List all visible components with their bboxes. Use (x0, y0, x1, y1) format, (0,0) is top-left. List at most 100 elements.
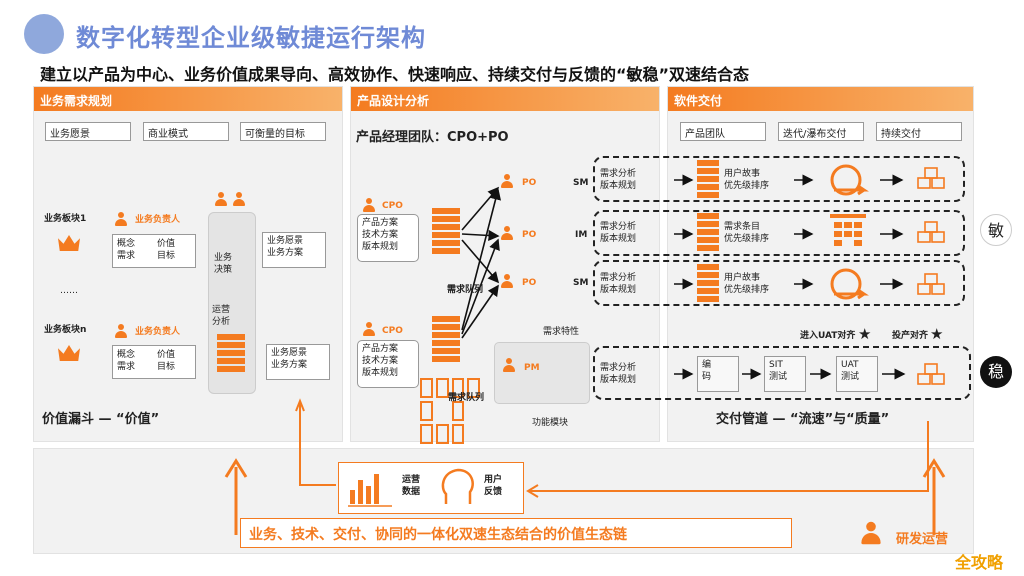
stack-icon (697, 213, 719, 251)
sprint-icon (830, 268, 869, 300)
lane-arrows (674, 174, 906, 380)
person-icon (214, 192, 228, 206)
continuous-delivery-box: 持续交付 (876, 122, 962, 141)
concept-text: 概念 需求 (117, 350, 136, 372)
agile-tag: 敏 (980, 214, 1012, 246)
product-box-icon (917, 273, 945, 295)
po-label-2: PO (522, 230, 537, 240)
person-icon (500, 274, 514, 288)
cpo-plan-box-2: 产品方案 技术方案 版本规划 (357, 340, 419, 388)
user-head-icon (441, 468, 474, 504)
value-chain-banner: 业务、技术、交付、协同的一体化双速生态结合的价值生态链 (240, 518, 792, 548)
stack-icon (432, 208, 460, 254)
person-icon (362, 198, 376, 212)
feature-label: 需求特性 (543, 327, 580, 337)
stack-icon (432, 316, 460, 362)
cpo-plan-box-1: 产品方案 技术方案 版本规划 (357, 214, 419, 262)
sit-box: SIT 测试 (764, 356, 806, 392)
delivery-pipeline-label: 交付管道 — “流速”与“质量” (716, 412, 890, 427)
dev-ops-label: 研发运营 (896, 532, 949, 547)
lane-2-analysis: 需求分析 版本规划 (600, 222, 637, 244)
code-box: 编 码 (697, 356, 739, 392)
business-decision: 业务 决策 (214, 253, 233, 275)
im-label: IM (575, 230, 588, 240)
person-icon (860, 521, 882, 545)
lane-2 (593, 210, 965, 256)
product-panel-header: 产品设计分析 (351, 87, 659, 111)
decision-column (208, 212, 256, 394)
lane-1-analysis: 需求分析 版本规划 (600, 169, 637, 191)
product-team-label: 产品经理团队：CPO+PO (356, 130, 509, 145)
page-title: 数字化转型企业级敏捷运行架构 (76, 24, 426, 52)
uat-box: UAT 测试 (836, 356, 878, 392)
uat-align-label: 进入UAT对齐 (800, 331, 856, 341)
product-team-box: 产品团队 (680, 122, 766, 141)
value-text: 价值 目标 (157, 239, 176, 261)
ops-data-label: 运营 数据 (402, 475, 421, 497)
title-dot (24, 14, 64, 54)
requirement-grid (420, 378, 480, 444)
business-block-n: 业务板块n (44, 325, 87, 335)
cpo-label-2: CPO (382, 326, 403, 336)
business-owner-1: 业务负责人 (135, 215, 181, 225)
person-icon (500, 226, 514, 240)
business-block-1: 业务板块1 (44, 214, 87, 224)
product-box-icon (917, 221, 945, 243)
lane-1 (593, 156, 965, 202)
person-icon (500, 174, 514, 188)
ops-analysis: 运营 分析 (212, 305, 231, 327)
brand-logo: 全攻略 (955, 553, 1004, 572)
prod-align-label: 投产对齐 (892, 331, 929, 341)
star-icon: ★ (858, 325, 872, 343)
queue-label: 需求队列 (447, 285, 484, 295)
lane-4-analysis: 需求分析 版本规划 (600, 363, 637, 385)
lane-3-analysis: 需求分析 版本规划 (600, 273, 637, 295)
delivery-panel-header: 软件交付 (668, 87, 973, 111)
person-icon (114, 324, 128, 338)
person-icon (362, 322, 376, 336)
sm-label-2: SM (573, 278, 589, 288)
concept-text: 概念 需求 (117, 239, 136, 261)
lane-2-item: 需求条目 优先级排序 (724, 222, 770, 244)
person-icon (114, 212, 128, 226)
business-model-box: 商业模式 (143, 122, 229, 141)
lane-3-story: 用户故事 优先级排序 (724, 273, 770, 295)
star-icon: ★ (930, 325, 944, 343)
product-box-icon (917, 363, 945, 385)
product-flow-arrows (461, 186, 502, 339)
kanban-icon (830, 214, 866, 246)
person-icon (502, 358, 516, 372)
vision-plan-box-1: 业务愿景 业务方案 (262, 232, 326, 268)
vision-plan-box-2: 业务愿景 业务方案 (266, 344, 330, 380)
po-label-1: PO (522, 178, 537, 188)
lane-1-story: 用户故事 优先级排序 (724, 169, 770, 191)
stable-tag: 稳 (980, 356, 1012, 388)
iteration-delivery-box: 迭代/瀑布交付 (778, 122, 864, 141)
business-owner-n: 业务负责人 (135, 327, 181, 337)
user-feedback-label: 用户 反馈 (484, 475, 503, 497)
sprint-icon (830, 164, 869, 196)
ellipsis: …… (60, 286, 78, 296)
lane-4 (593, 346, 971, 400)
business-vision-box: 业务愿景 (45, 122, 131, 141)
po-label-3: PO (522, 278, 537, 288)
stack-icon (697, 264, 719, 302)
lane-3 (593, 260, 965, 306)
sm-label-1: SM (573, 178, 589, 188)
stack-icon (217, 334, 245, 372)
function-module-label: 功能模块 (532, 418, 569, 428)
business-panel-header: 业务需求规划 (34, 87, 342, 111)
pm-label: PM (524, 363, 540, 373)
pm-box (494, 342, 590, 404)
feedback-arrows (224, 398, 946, 535)
analytics-icon (348, 474, 392, 507)
queue-label-2: 需求队列 (448, 393, 485, 403)
concept-box-1: 概念 需求 价值 目标 (112, 234, 196, 268)
measurable-goal-box: 可衡量的目标 (240, 122, 326, 141)
value-funnel-label: 价值漏斗 — “价值” (42, 412, 160, 427)
product-box-icon (917, 167, 945, 189)
person-icon (232, 192, 246, 206)
value-text: 价值 目标 (157, 350, 176, 372)
page-subtitle: 建立以产品为中心、业务价值成果导向、高效协作、快速响应、持续交付与反馈的“敏稳”… (40, 65, 750, 84)
cpo-label-1: CPO (382, 201, 403, 211)
